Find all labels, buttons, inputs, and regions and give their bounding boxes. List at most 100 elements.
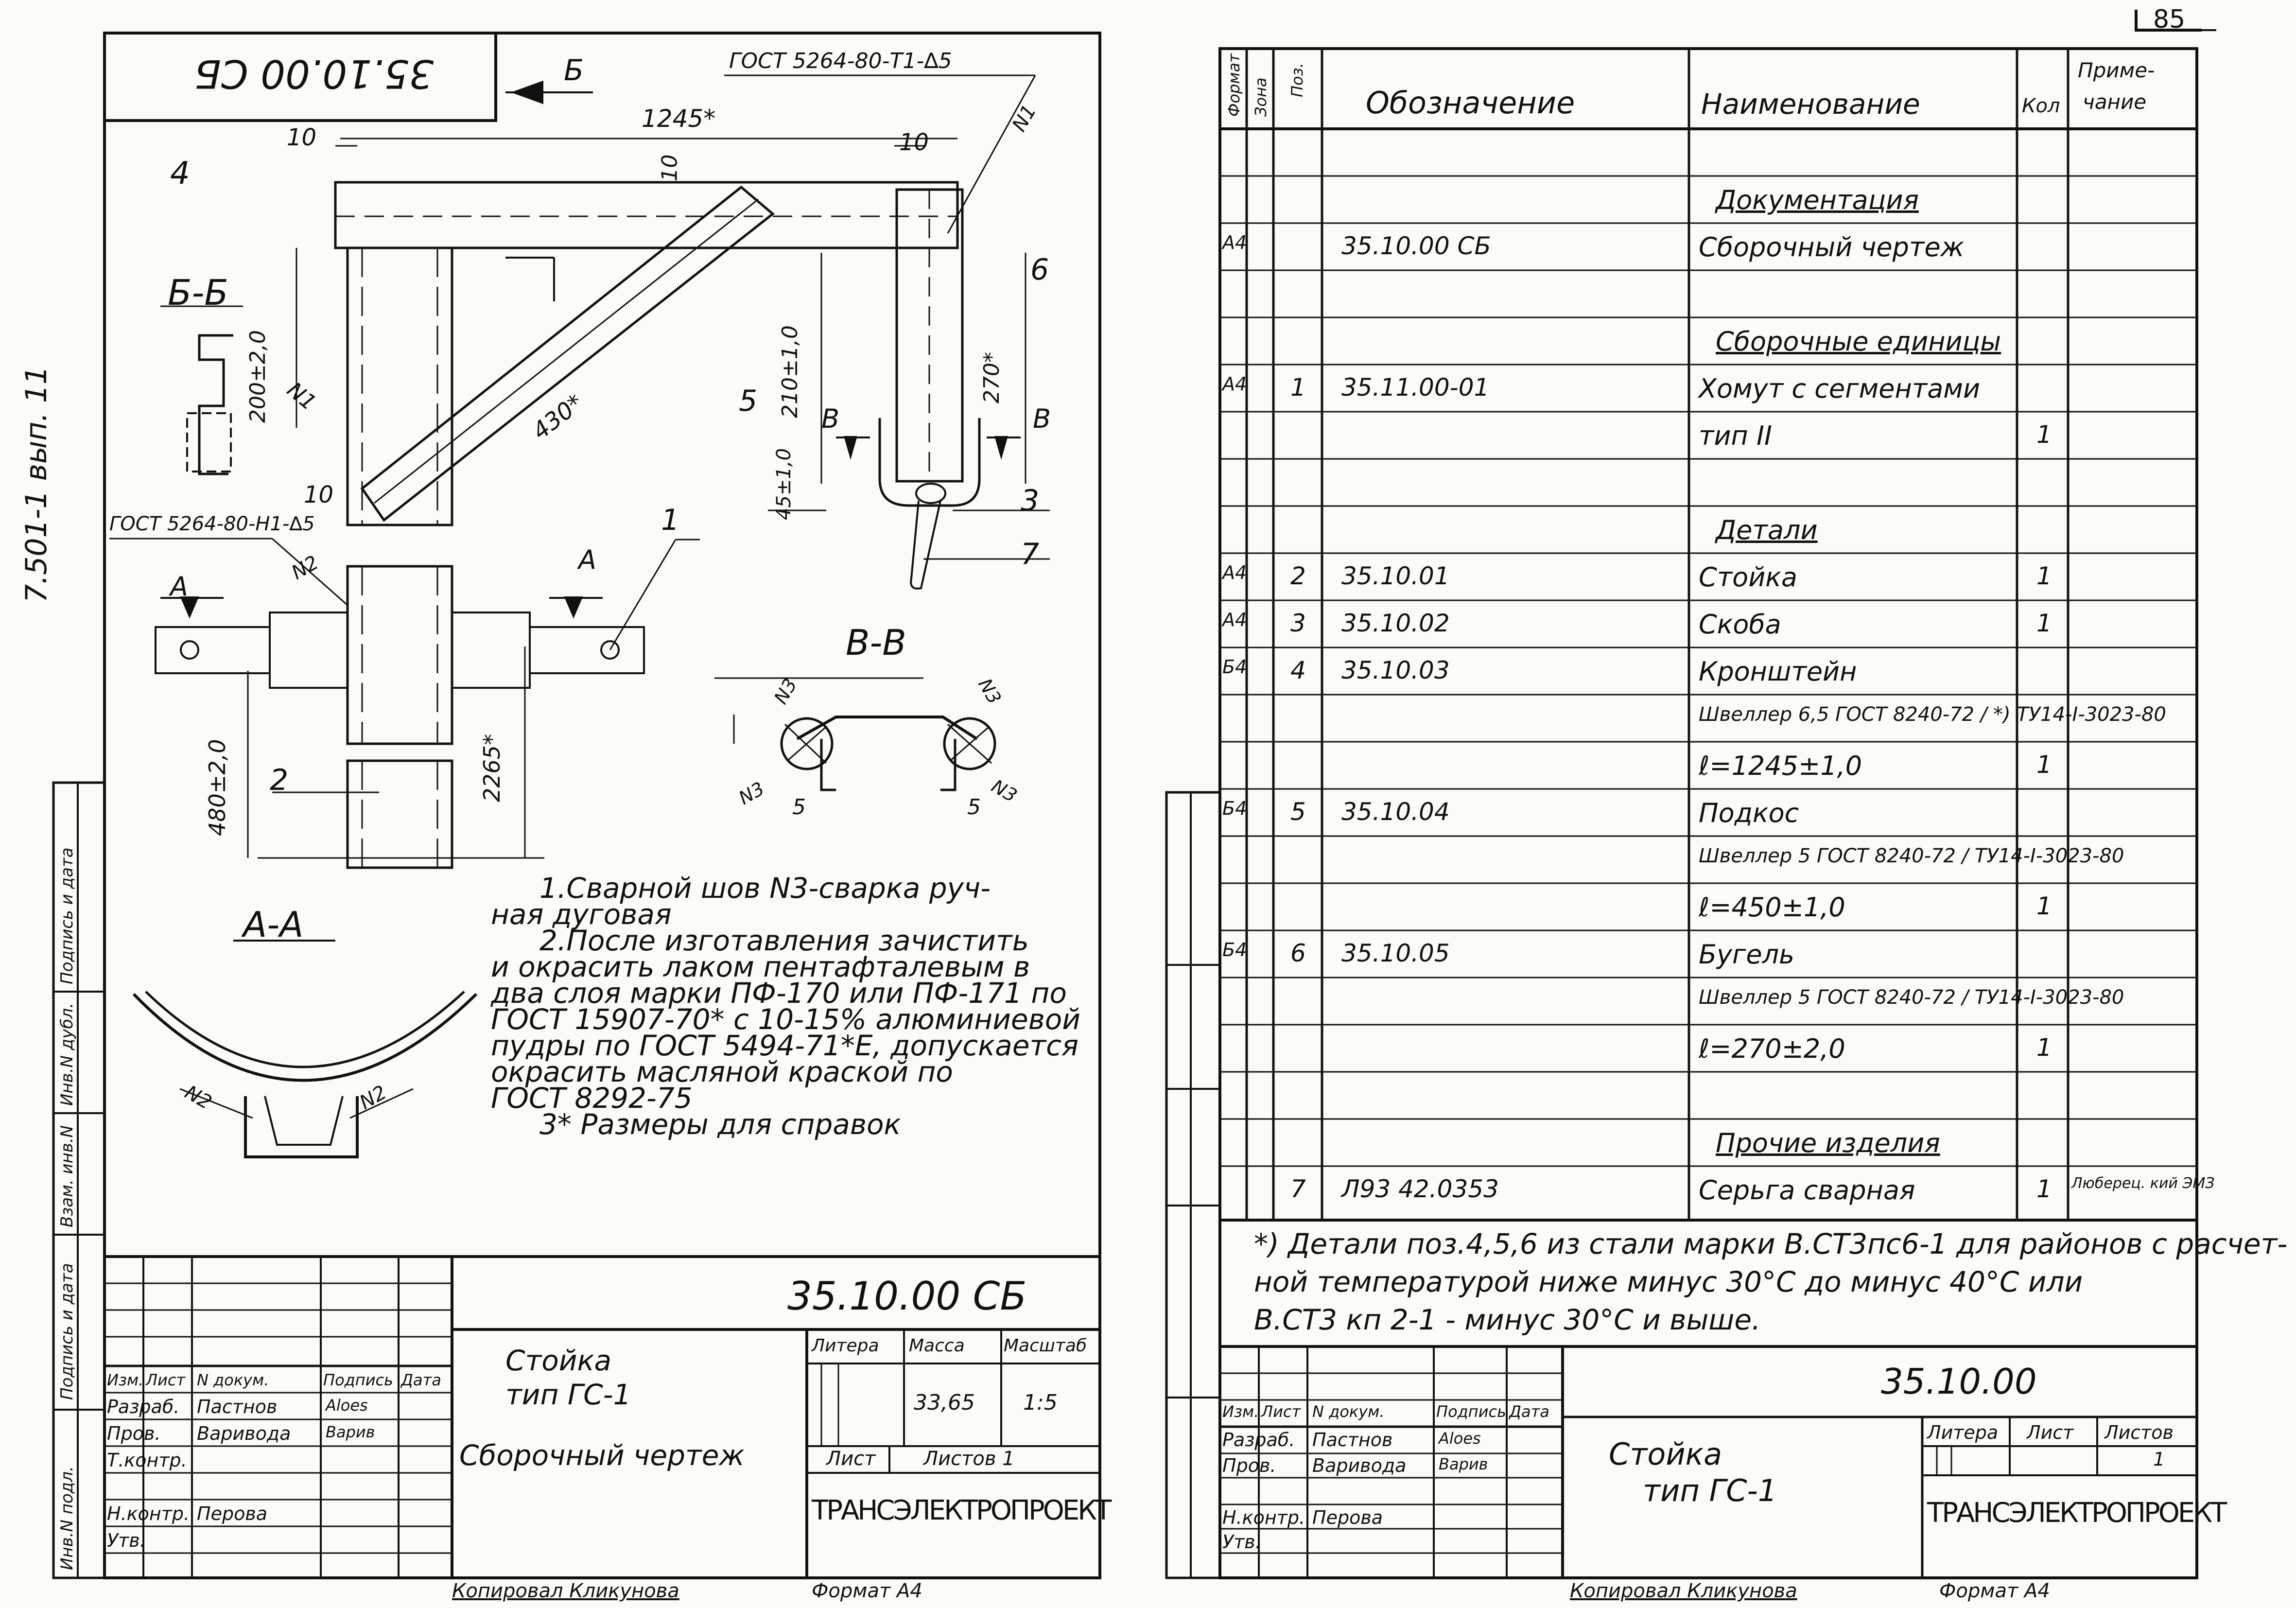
left-h-data: Дата: [401, 1371, 441, 1389]
col-prim-header-2: чание: [2083, 90, 2147, 114]
spec-name: Детали: [1716, 515, 1818, 545]
spec-format: А4: [1222, 609, 1247, 630]
spec-kol: 1: [2036, 892, 2052, 920]
spec-name: Стойка: [1699, 562, 1798, 593]
right-h-izm: Изм.: [1222, 1402, 1259, 1421]
spec-kol: 1: [2036, 562, 2052, 590]
gost-weld-left: ГОСТ 5264-80-Н1-∆5: [109, 513, 315, 535]
left-masshtab: 1:5: [1023, 1390, 1058, 1415]
left-doc-type: Сборочный чертеж: [459, 1439, 745, 1472]
dim-2265: 2265*: [479, 734, 505, 802]
spec-poz: 3: [1290, 609, 1306, 637]
note-line: пудры по ГОСТ 5494-71*Е, допускается: [491, 1029, 1078, 1062]
stamp-podpis-2: Подпись и дата: [57, 847, 77, 984]
note-line: ГОСТ 15907-70* с 10-15% алюминиевой: [491, 1003, 1080, 1036]
right-h-podp: Подпись: [1436, 1402, 1506, 1421]
left-name-2: тип ГС-1: [505, 1378, 631, 1411]
left-h-list: Лист: [146, 1371, 186, 1389]
section-bb-label: Б-Б: [168, 272, 228, 313]
note-line: окрасить масляной краской по: [491, 1055, 953, 1088]
col-poz-header: Поз.: [1288, 63, 1306, 97]
right-h-ndok: N докум.: [1312, 1402, 1385, 1421]
spec-format: А4: [1222, 232, 1247, 253]
right-r4-role: Н.контр.: [1222, 1507, 1305, 1528]
pos-2: 2: [270, 763, 289, 797]
spec-name: ℓ=1245±1,0: [1699, 751, 1862, 781]
spec-poz: 2: [1290, 562, 1306, 590]
spec-name: ℓ=450±1,0: [1699, 892, 1845, 923]
spec-code: Л93 42.0353: [1341, 1175, 1499, 1203]
dim-200: 200±2,0: [245, 330, 270, 423]
pos-7: 7: [1021, 537, 1040, 571]
drawing-notes: 1.Сварной шов N3-сварка руч- ная дуговая…: [491, 872, 1080, 1138]
right-r4-name: Перова: [1312, 1507, 1383, 1528]
footnote-line: ной температурой ниже минус 30°С до мину…: [1254, 1265, 2083, 1298]
right-h-list: Лист: [2027, 1422, 2074, 1443]
left-org: ТРАНСЭЛЕКТРОПРОЕКТ: [812, 1495, 1112, 1526]
note-line: 2.После изготавления зачистить: [539, 924, 1029, 957]
spec-name: Сборочный чертеж: [1699, 232, 1965, 262]
spec-poz: 7: [1290, 1175, 1306, 1203]
spec-name: Кронштейн: [1699, 656, 1857, 687]
spec-poz: 1: [1290, 373, 1306, 402]
note-line: 1.Сварной шов N3-сварка руч-: [539, 872, 991, 905]
left-r1-name: Пастнов: [197, 1396, 278, 1417]
col-prim-header-1: Приме-: [2078, 58, 2155, 82]
dim-10-mid: 10: [657, 154, 682, 182]
section-vv-label: В-В: [846, 622, 906, 663]
stamp-inv-podl: Инв.N подл.: [57, 1466, 77, 1570]
spec-name: Прочие изделия: [1716, 1128, 1940, 1158]
left-r3-role: Т.контр.: [107, 1450, 187, 1471]
right-h-data: Дата: [1509, 1402, 1549, 1421]
spec-format: А4: [1222, 562, 1247, 583]
spec-poz: 4: [1290, 656, 1306, 684]
dim-1245: 1245*: [642, 105, 716, 133]
dim-10-left: 10: [287, 124, 317, 151]
dim-270: 270*: [979, 352, 1004, 403]
spec-kol: 1: [2036, 609, 2052, 637]
left-list: Лист: [826, 1448, 876, 1470]
series-code: 7.501-1 вып. 11: [19, 366, 53, 603]
spec-code: 35.10.03: [1341, 656, 1450, 684]
right-listov: 1: [2153, 1449, 2165, 1470]
mirrored-doc-code: 35.10.00 СБ: [194, 51, 434, 96]
left-h-ndok: N докум.: [197, 1371, 269, 1389]
right-r2-name: Варивода: [1312, 1455, 1407, 1476]
right-footer-copied: Копировал Кликунова: [1570, 1580, 1797, 1602]
right-h-list2: Лист: [1261, 1402, 1301, 1421]
section-aa-label: А-А: [243, 904, 304, 945]
spec-code: 35.10.00 СБ: [1341, 232, 1491, 260]
left-sig1: Aloes: [326, 1396, 368, 1415]
left-footer-copied: Копировал Кликунова: [452, 1580, 679, 1602]
right-r5-role: Утв.: [1222, 1531, 1261, 1553]
footnote-line: *) Детали поз.4,5,6 из стали марки В.СТ3…: [1254, 1227, 2288, 1260]
left-h-izm: Изм.: [107, 1371, 144, 1389]
pos-6: 6: [1030, 253, 1049, 287]
spec-format: Б4: [1222, 798, 1247, 819]
right-sig1: Aloes: [1439, 1429, 1481, 1448]
arrow-a-left: А: [170, 571, 188, 602]
spec-name: Подкос: [1699, 798, 1799, 828]
dim-45: 45±1,0: [773, 448, 795, 520]
dim-10-low: 10: [304, 481, 334, 508]
dim-210: 210±1,0: [778, 325, 802, 418]
spec-name: Серьга сварная: [1699, 1175, 1915, 1206]
left-doc-code: 35.10.00 СБ: [787, 1274, 1027, 1319]
left-h-masshtab: Масштаб: [1004, 1336, 1087, 1356]
spec-kol: 1: [2036, 751, 2052, 779]
spec-code: 35.10.04: [1341, 798, 1450, 826]
pos-3: 3: [1021, 484, 1040, 518]
spec-poz: 5: [1290, 798, 1306, 826]
left-massa: 33,65: [914, 1390, 975, 1415]
spec-poz: 6: [1290, 939, 1306, 967]
left-r4-role: Н.контр.: [107, 1503, 190, 1524]
col-format-header: Формат: [1225, 53, 1243, 117]
spec-format: Б4: [1222, 656, 1247, 678]
spec-format: Б4: [1222, 939, 1247, 961]
spec-code: 35.10.05: [1341, 939, 1450, 967]
right-h-listov: Листов: [2105, 1422, 2174, 1443]
spec-note: Люберец. кий ЭМЗ: [2071, 1175, 2215, 1192]
right-name-2: тип ГС-1: [1643, 1473, 1777, 1508]
spec-format: А4: [1222, 373, 1247, 395]
left-footer-format: Формат А4: [812, 1580, 922, 1602]
